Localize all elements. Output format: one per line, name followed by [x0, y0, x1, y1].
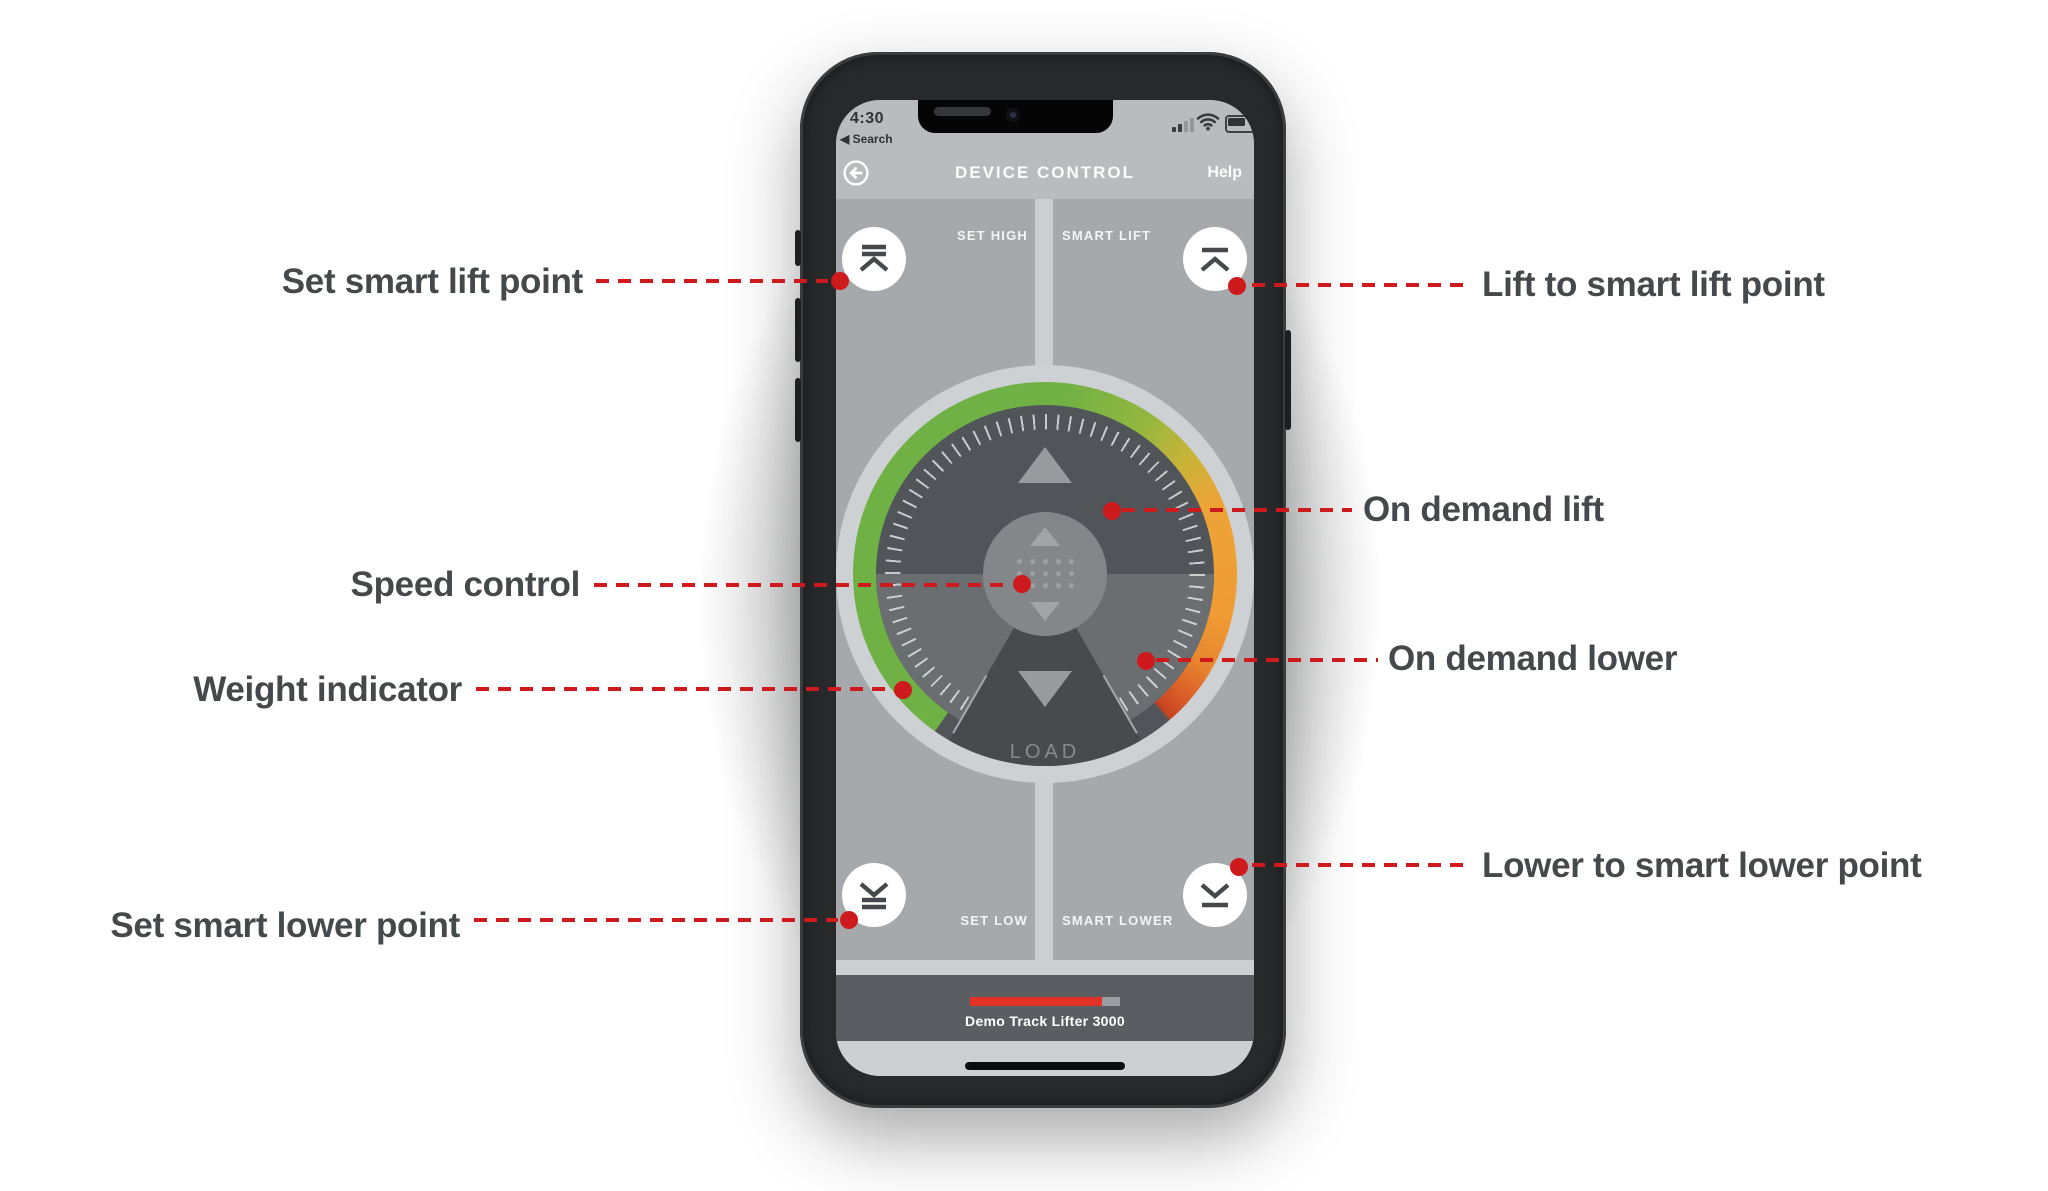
callout-dot — [831, 272, 849, 290]
smart-lift-label: SMART LIFT — [1062, 228, 1152, 243]
front-camera — [1006, 108, 1020, 122]
device-status-bar: Demo Track Lifter 3000 — [836, 975, 1254, 1041]
back-button[interactable] — [842, 159, 870, 187]
speed-up-arrow-icon — [1030, 527, 1060, 546]
speed-control[interactable] — [983, 512, 1107, 636]
battery-progress-bar — [970, 997, 1120, 1006]
mute-switch — [795, 230, 801, 266]
callout-line — [596, 279, 828, 283]
on-demand-lower-button[interactable] — [1018, 671, 1072, 707]
bottom-divider — [836, 960, 1254, 975]
smart-lower-label: SMART LOWER — [1062, 913, 1174, 928]
set-low-label: SET LOW — [960, 913, 1028, 928]
callout-on-demand-lift: On demand lift — [1363, 490, 1604, 529]
power-button — [1285, 330, 1291, 430]
callout-line — [474, 918, 838, 922]
callout-dot — [1137, 652, 1155, 670]
callout-line — [1252, 863, 1470, 867]
callout-line — [1122, 508, 1352, 512]
back-to-search-link[interactable]: ◀ Search — [840, 132, 893, 146]
callout-set-smart-lift: Set smart lift point — [281, 262, 584, 301]
phone-screen: 4:30 ◀ Search DEVICE CONTROL — [836, 100, 1254, 1076]
speed-down-arrow-icon — [1030, 602, 1060, 621]
callout-line — [1156, 658, 1378, 662]
set-low-icon — [859, 882, 889, 910]
home-indicator[interactable] — [965, 1062, 1125, 1070]
callout-lower-to-smart-lower: Lower to smart lower point — [1482, 846, 1922, 885]
callout-line — [1252, 283, 1470, 287]
callout-dot — [894, 681, 912, 699]
wifi-icon — [1196, 113, 1220, 131]
help-button[interactable]: Help — [1207, 164, 1242, 181]
callout-set-smart-lower: Set smart lower point — [110, 906, 460, 945]
callout-line — [594, 583, 1012, 587]
device-name: Demo Track Lifter 3000 — [965, 1013, 1125, 1029]
lift-to-top-icon — [1200, 247, 1230, 272]
on-demand-lift-button[interactable] — [1018, 447, 1072, 483]
lower-to-bottom-icon — [1200, 883, 1230, 908]
set-high-label: SET HIGH — [957, 228, 1028, 243]
callout-line — [476, 687, 892, 691]
home-indicator-area — [836, 1041, 1254, 1076]
speaker-slot — [934, 107, 991, 116]
volume-down-button — [795, 378, 801, 442]
callout-on-demand-lower: On demand lower — [1388, 639, 1678, 678]
volume-up-button — [795, 298, 801, 362]
callout-dot — [1230, 858, 1248, 876]
status-time: 4:30 — [850, 110, 885, 127]
header-bar: 4:30 ◀ Search DEVICE CONTROL — [836, 100, 1254, 199]
load-label: LOAD — [1009, 741, 1081, 763]
page-title: DEVICE CONTROL — [954, 163, 1136, 182]
set-smart-lift-point-button[interactable] — [842, 227, 906, 291]
callout-weight-indicator: Weight indicator — [193, 670, 462, 709]
callout-speed-control: Speed control — [350, 565, 581, 604]
callout-lift-to-smart-lift: Lift to smart lift point — [1482, 265, 1825, 304]
callout-dot — [840, 911, 858, 929]
callout-dot — [1103, 502, 1121, 520]
callout-dot — [1228, 277, 1246, 295]
callout-dot — [1013, 575, 1031, 593]
cellular-signal-icon — [1172, 117, 1194, 132]
set-high-icon — [859, 244, 889, 272]
battery-icon — [1225, 115, 1254, 133]
